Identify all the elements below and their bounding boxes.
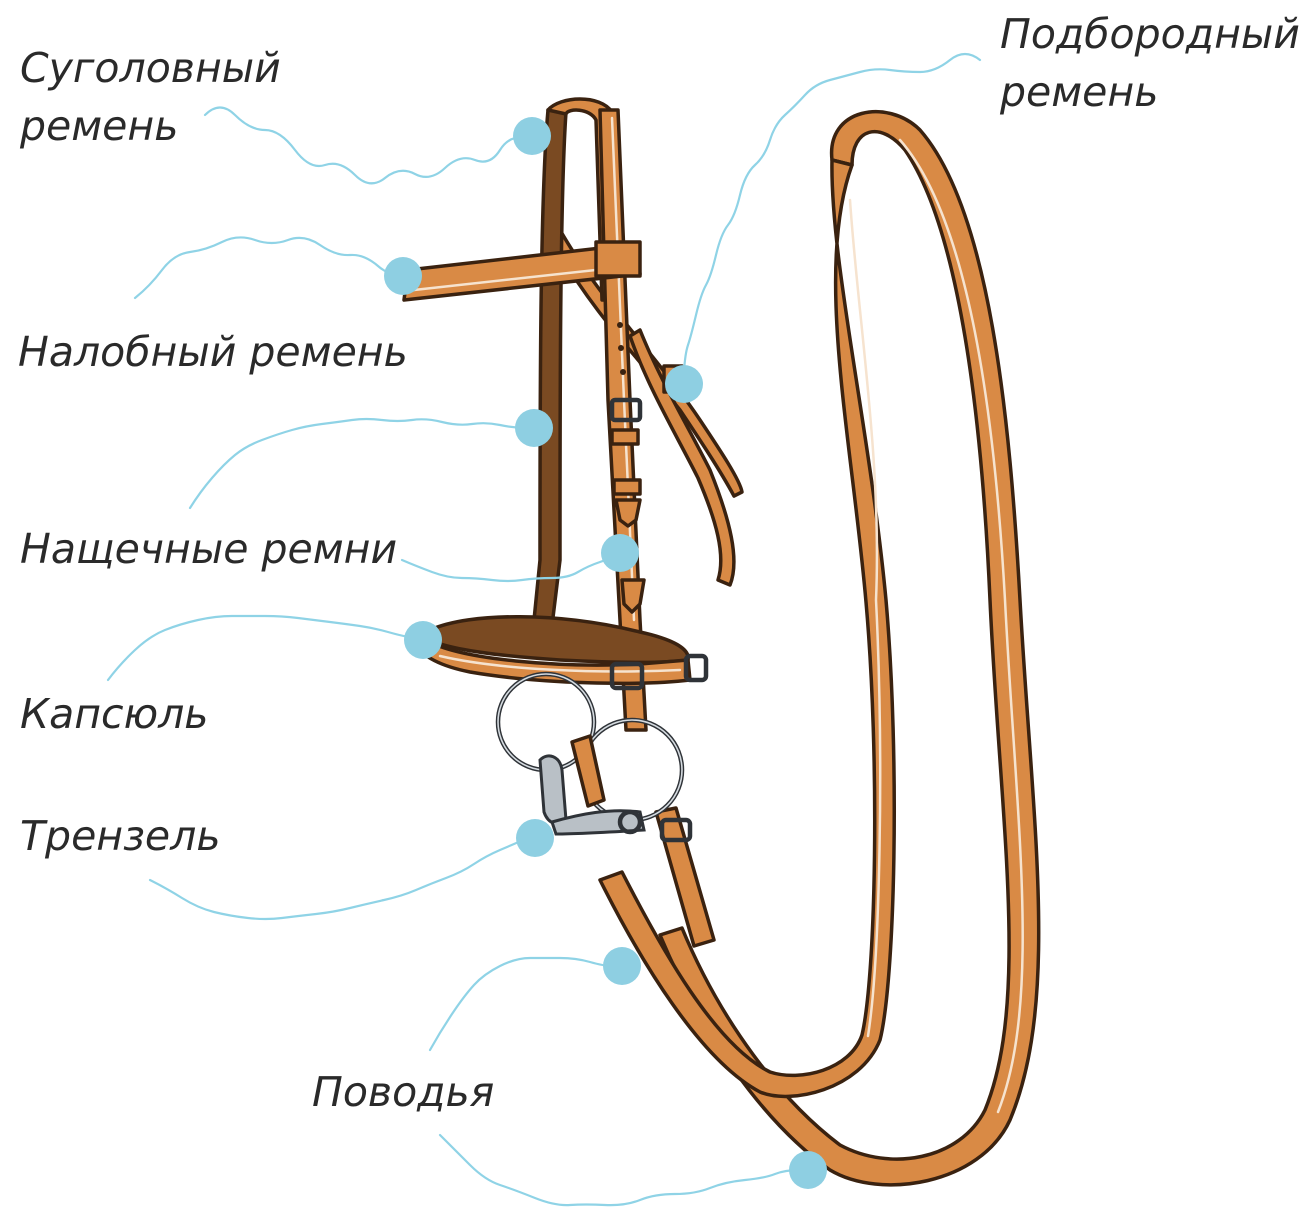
cheek-keeper [612, 430, 638, 444]
reins-inner-strap [600, 160, 894, 1096]
leader-cheek-back [190, 419, 528, 508]
bit-illustration [498, 674, 682, 834]
marker-reins-upper [603, 947, 641, 985]
leader-noseband [108, 616, 414, 680]
marker-cheek-front [601, 534, 639, 572]
bit-rein-attachment [572, 736, 604, 806]
label-noseband: Капсюль [20, 690, 208, 738]
marker-noseband [404, 621, 442, 659]
label-crownpiece-line2: ремень [19, 102, 178, 150]
cheek-keeper [614, 480, 640, 494]
leader-reins-upper [430, 958, 612, 1050]
marker-crownpiece [513, 117, 551, 155]
cheekpiece-back [532, 110, 566, 642]
marker-cheek-back [515, 409, 553, 447]
bit-mouthpiece-left [540, 756, 566, 824]
leader-reins-lower [440, 1135, 800, 1205]
strap-hole [620, 369, 626, 375]
label-cheekpieces: Нащечные ремни [20, 525, 397, 573]
marker-bit [516, 819, 554, 857]
leader-browband [135, 237, 402, 298]
marker-throatlatch [665, 365, 703, 403]
label-reins: Поводья [312, 1068, 494, 1116]
throatlatch-illustration [552, 230, 742, 585]
marker-browband [384, 257, 422, 295]
label-bit: Трензель [20, 812, 221, 860]
rein-billet [656, 808, 714, 946]
label-throatlatch-line2: ремень [999, 68, 1158, 116]
browband-loop [596, 242, 640, 276]
label-browband: Налобный ремень [18, 328, 408, 376]
label-throatlatch-line1: Подбородный [1000, 10, 1300, 58]
leader-cheek-front [402, 554, 612, 581]
strap-hole [618, 345, 624, 351]
leader-crownpiece [205, 108, 528, 184]
strap-hole [617, 322, 623, 328]
marker-reins-lower [789, 1151, 827, 1189]
label-crownpiece-line1: Суголовный [20, 44, 281, 92]
